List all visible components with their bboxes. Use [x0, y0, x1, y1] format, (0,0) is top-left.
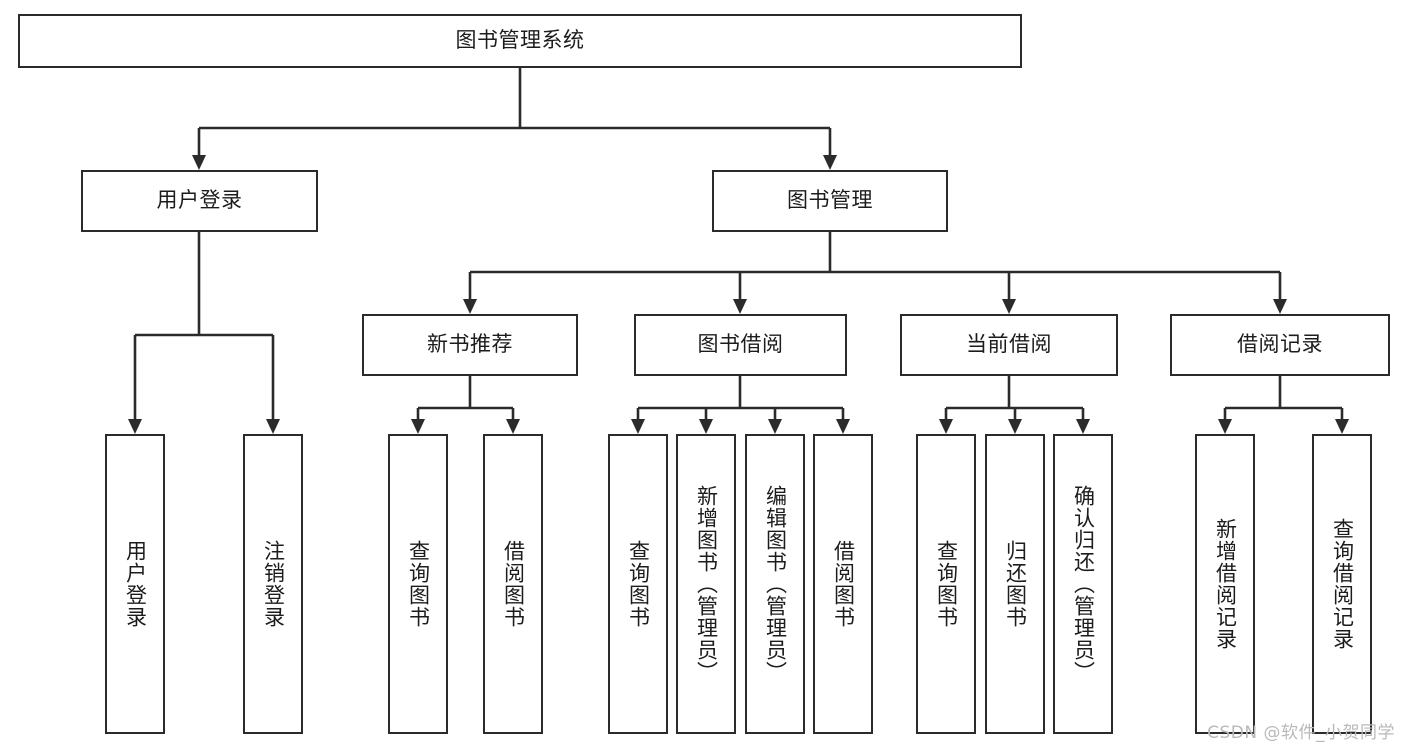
- node-box-logout-leaf[interactable]: 注销登录: [243, 434, 303, 734]
- node-label: 查询图书: [934, 540, 959, 628]
- node-box-query-book-cur[interactable]: 查询图书: [916, 434, 976, 734]
- node-box-new-book-recommend[interactable]: 新书推荐: [362, 314, 578, 376]
- node-box-query-book-bor[interactable]: 查询图书: [608, 434, 668, 734]
- userlogin-to-leaves-branch-1-head: [266, 419, 280, 434]
- root-to-level1-branch-0-head: [192, 155, 206, 170]
- node-label: 注销登录: [261, 540, 286, 628]
- node-box-edit-book-admin[interactable]: 编辑图书（管理员）: [745, 434, 805, 734]
- recommend-to-leaves-branch-0-head: [411, 419, 425, 434]
- node-box-borrow-book-bor[interactable]: 借阅图书: [813, 434, 873, 734]
- node-label: 图书管理: [787, 188, 873, 213]
- current-to-leaves-branch-1-head: [1008, 419, 1022, 434]
- node-label: 新增借阅记录: [1213, 518, 1238, 650]
- userlogin-to-leaves-branch-0-head: [128, 419, 142, 434]
- node-box-current-borrow[interactable]: 当前借阅: [900, 314, 1118, 376]
- node-label: 归还图书: [1003, 540, 1028, 628]
- node-box-return-book[interactable]: 归还图书: [985, 434, 1045, 734]
- node-label: 查询借阅记录: [1330, 518, 1355, 650]
- node-box-borrow-book-rec[interactable]: 借阅图书: [483, 434, 543, 734]
- node-label: 借阅图书: [831, 540, 856, 628]
- borrow-to-leaves-branch-2-head: [768, 419, 782, 434]
- node-box-user-login-leaf[interactable]: 用户登录: [105, 434, 165, 734]
- bookmanage-to-level2-branch-3-head: [1273, 299, 1287, 314]
- node-box-confirm-return-admin[interactable]: 确认归还（管理员）: [1053, 434, 1113, 734]
- connector-group: [128, 68, 1349, 434]
- node-label: 新书推荐: [427, 332, 513, 357]
- node-label: 图书借阅: [697, 332, 784, 357]
- node-box-book-manage[interactable]: 图书管理: [712, 170, 948, 232]
- node-label: 当前借阅: [966, 332, 1052, 357]
- node-box-query-book-rec[interactable]: 查询图书: [388, 434, 448, 734]
- borrow-to-leaves-branch-3-head: [836, 419, 850, 434]
- node-label: 借阅图书: [501, 540, 526, 628]
- node-box-borrow-record[interactable]: 借阅记录: [1170, 314, 1390, 376]
- borrow-to-leaves-branch-0-head: [631, 419, 645, 434]
- recommend-to-leaves-branch-1-head: [506, 419, 520, 434]
- node-label: 新增图书（管理员）: [694, 485, 719, 683]
- root-to-level1-branch-1-head: [823, 155, 837, 170]
- current-to-leaves-branch-2-head: [1076, 419, 1090, 434]
- node-box-user-login[interactable]: 用户登录: [81, 170, 318, 232]
- record-to-leaves-branch-0-head: [1218, 419, 1232, 434]
- node-label: 用户登录: [156, 188, 243, 213]
- node-box-add-book-admin[interactable]: 新增图书（管理员）: [676, 434, 736, 734]
- node-label: 图书管理系统: [455, 28, 585, 53]
- borrow-to-leaves-branch-1-head: [699, 419, 713, 434]
- node-box-query-borrow-record[interactable]: 查询借阅记录: [1312, 434, 1372, 734]
- bookmanage-to-level2-branch-2-head: [1002, 299, 1016, 314]
- node-box-book-borrow[interactable]: 图书借阅: [634, 314, 847, 376]
- node-label: 查询图书: [626, 540, 651, 628]
- node-label: 编辑图书（管理员）: [763, 485, 788, 683]
- node-label: 用户登录: [123, 540, 148, 628]
- node-label: 确认归还（管理员）: [1071, 485, 1096, 683]
- node-box-root[interactable]: 图书管理系统: [18, 14, 1022, 68]
- node-box-add-borrow-record[interactable]: 新增借阅记录: [1195, 434, 1255, 734]
- bookmanage-to-level2-branch-1-head: [733, 299, 747, 314]
- bookmanage-to-level2-branch-0-head: [463, 299, 477, 314]
- node-label: 查询图书: [406, 540, 431, 628]
- node-label: 借阅记录: [1237, 332, 1323, 357]
- current-to-leaves-branch-0-head: [939, 419, 953, 434]
- record-to-leaves-branch-1-head: [1335, 419, 1349, 434]
